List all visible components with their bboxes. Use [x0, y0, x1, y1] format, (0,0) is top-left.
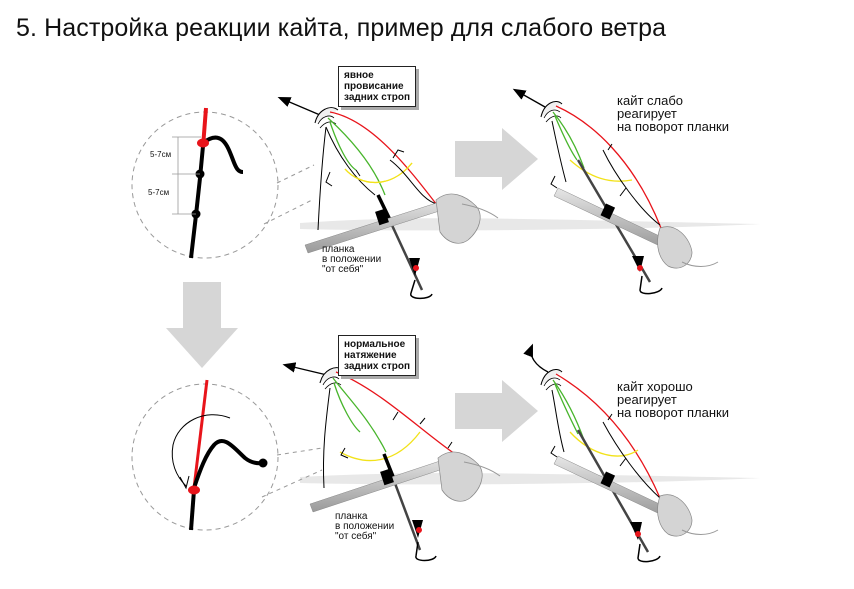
kite-system-top-left: [277, 96, 499, 300]
bar-note-bottom: планка в положении "от себя": [335, 512, 394, 542]
callout-line-1: явное: [344, 70, 374, 81]
caption-line-2: реагирует: [617, 392, 677, 407]
red-knot: [197, 138, 209, 148]
callout-line-2: провисание: [344, 81, 404, 92]
ground-haze-bottom: [300, 473, 760, 485]
callout-slack-lines: явное провисание задних строп: [338, 66, 416, 107]
steer-line-zoom: [189, 145, 205, 259]
caption-line-3: на поворот планки: [617, 405, 730, 420]
bar-note-line-3: "от себя": [322, 264, 364, 275]
pigtail-zoom: [201, 135, 244, 174]
pigtail-zoom-b: [192, 439, 264, 489]
bar-note-line-2: в положении: [335, 521, 395, 532]
bar-note-line-1: планка: [322, 244, 355, 255]
ground-haze-top: [300, 218, 760, 231]
zoom-circle-top: [131, 107, 315, 259]
zoom-circle-bottom: [131, 379, 323, 531]
caption-line-3: на поворот планки: [617, 119, 730, 134]
kite-system-bottom-right: [523, 343, 719, 563]
measure-label-lower: 5-7см: [148, 188, 170, 197]
callout-line-2: натяжение: [344, 350, 397, 361]
rotation-arc: [171, 414, 231, 487]
bar-note-line-3: "от себя": [335, 531, 377, 542]
callout-line-1: нормальное: [344, 339, 406, 350]
bar-note-top: планка в положении "от себя": [322, 245, 381, 275]
kite-system-top-right: [512, 88, 719, 295]
kite-system-bottom-left: [282, 362, 501, 562]
caption-weak-response: кайт слабо реагирует на поворот планки: [617, 94, 729, 133]
bar-note-line-1: планка: [335, 511, 368, 522]
measure-label-upper: 5-7см: [150, 150, 172, 159]
callout-line-3: задних строп: [344, 92, 410, 103]
caption-line-2: реагирует: [617, 106, 677, 121]
caption-line-1: кайт хорошо: [617, 379, 693, 394]
down-arrow: [166, 282, 238, 368]
measure-lines: [172, 136, 201, 215]
callout-normal-tension: нормальное натяжение задних строп: [338, 335, 416, 376]
page-title: 5. Настройка реакции кайта, пример для с…: [16, 14, 667, 42]
bar-note-line-2: в положении: [322, 254, 382, 265]
caption-line-1: кайт слабо: [617, 93, 684, 108]
callout-line-3: задних строп: [344, 361, 410, 372]
red-line-zoom-b: [192, 379, 209, 489]
caption-good-response: кайт хорошо реагирует на поворот планки: [617, 380, 729, 419]
right-arrow-bottom: [455, 380, 538, 442]
right-arrow-top: [455, 128, 538, 190]
